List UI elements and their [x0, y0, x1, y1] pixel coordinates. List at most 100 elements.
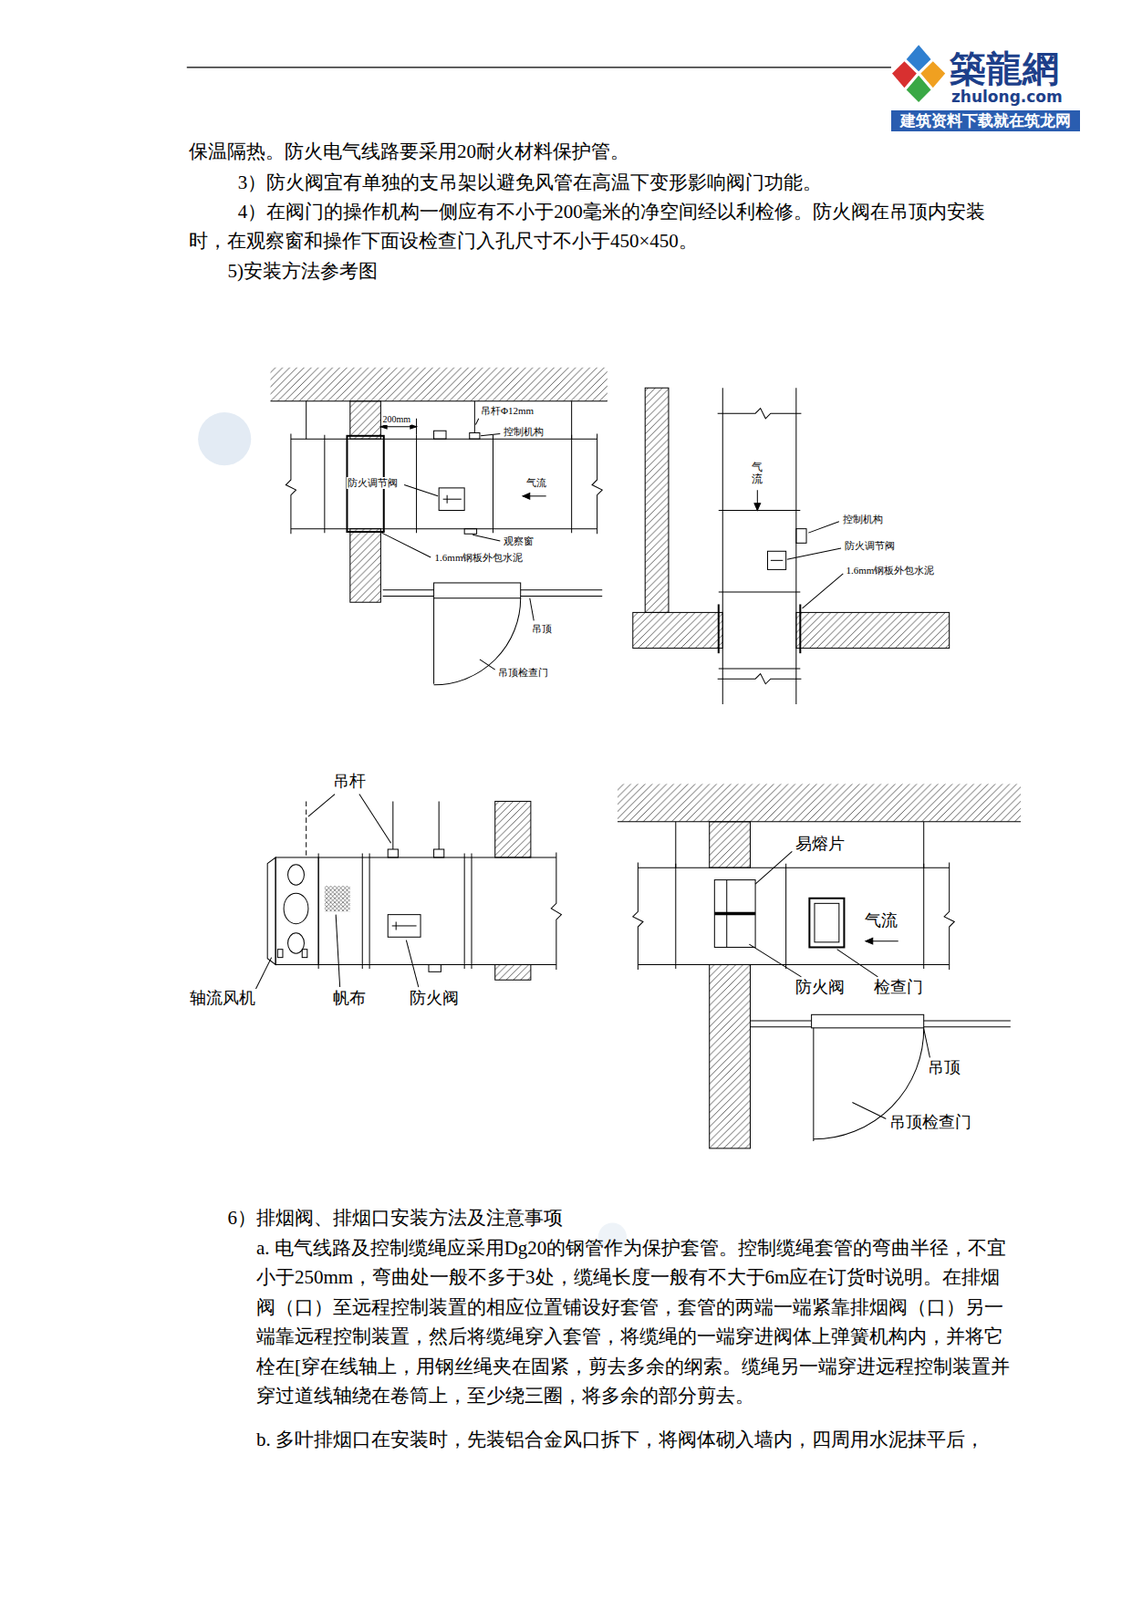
line-shape — [637, 867, 949, 869]
line-shape — [395, 921, 397, 930]
circle-shape — [197, 412, 251, 466]
line-shape — [308, 794, 335, 818]
line-shape — [770, 560, 783, 561]
ellipse-shape — [283, 893, 309, 925]
line-shape — [464, 853, 466, 969]
logo-name: 築龍網 — [949, 46, 1060, 91]
line-shape — [382, 532, 432, 558]
line-shape — [722, 387, 724, 705]
line-shape — [675, 863, 676, 969]
part-name: 防火阀 — [408, 988, 460, 1009]
g-shape — [186, 44, 1021, 1252]
line-shape — [472, 534, 500, 541]
banner-text: 建筑资料下载就在筑龙网 — [900, 112, 1071, 131]
part-name: 吊杆Φ12mm — [479, 405, 535, 417]
line-shape — [359, 794, 392, 844]
line-shape — [318, 853, 320, 969]
line-shape — [717, 603, 720, 654]
rect-shape — [495, 800, 531, 858]
polygon-shape — [865, 937, 873, 945]
line-shape — [446, 495, 448, 504]
rect-shape — [495, 964, 531, 980]
line-shape — [392, 800, 394, 850]
line-shape — [335, 914, 340, 987]
line-shape — [718, 591, 801, 593]
line-shape — [617, 820, 1021, 822]
rect-shape — [796, 529, 807, 544]
line-shape — [637, 964, 949, 966]
rect-shape — [434, 582, 521, 599]
part-name: 吊顶 — [530, 623, 553, 635]
line-shape — [475, 418, 478, 426]
part-name: 易熔片 — [794, 834, 846, 855]
flow-label: 气流 — [751, 461, 763, 486]
line-shape — [186, 66, 892, 68]
line-shape — [270, 400, 608, 402]
rect-shape — [277, 949, 283, 958]
line-shape — [923, 863, 925, 969]
part-name: 防火调节阀 — [843, 540, 896, 552]
rect-shape — [811, 1014, 925, 1029]
logo-url: zhulong.com — [951, 87, 1063, 106]
part-name: 轴流风机 — [188, 988, 257, 1009]
part-name: 检查门 — [872, 977, 925, 998]
line-shape — [924, 1028, 931, 1058]
line-shape — [369, 853, 371, 969]
polyline-shape — [591, 434, 603, 535]
g-shape — [892, 44, 946, 103]
rect-shape — [617, 783, 1021, 821]
line-shape — [474, 401, 476, 434]
part-name: 帆布 — [332, 988, 367, 1009]
line-shape — [812, 1028, 814, 1142]
part-name: 吊杆 — [332, 771, 367, 792]
polygon-shape — [892, 61, 917, 88]
rect-shape — [270, 367, 608, 402]
rect-shape — [350, 401, 382, 439]
part-name: 吊顶检查门 — [497, 666, 550, 679]
polygon-shape — [754, 503, 761, 511]
line-shape — [785, 863, 787, 969]
body-text: 5)安装方法参考图 — [228, 256, 1011, 287]
body-text: b. 多叶排烟口在安装时，先装铝合金风口拆下，将阀体砌入墙内，四周用水泥抹平后， — [256, 1424, 1011, 1455]
part-name: 1.6mm钢板外包水泥 — [845, 564, 936, 577]
rect-shape — [469, 432, 480, 439]
rect-shape — [768, 550, 787, 570]
rect-shape — [350, 529, 382, 603]
polyline-shape — [550, 851, 561, 970]
banner-box: 建筑资料下载就在筑龙网 — [891, 110, 1081, 133]
section-heading: 6）排烟阀、排烟口安装方法及注意事项 — [228, 1203, 1011, 1234]
rect-shape — [387, 914, 421, 938]
rect-shape — [714, 880, 756, 948]
line-shape — [480, 434, 500, 437]
line-shape — [837, 949, 879, 977]
polyline-shape — [717, 408, 802, 419]
body-text: 保温隔热。防火电气线路要采用20耐火材料保护管。 — [188, 136, 1011, 167]
rect-shape — [796, 612, 950, 648]
body-text: 3）防火阀宜有单独的支吊架以避免风管在高温下变形影响阀门功能。 — [238, 167, 1011, 198]
line-shape — [443, 498, 462, 500]
part-name: 防火阀 — [794, 977, 846, 998]
part-name: 防火调节阀 — [346, 477, 399, 489]
rect-shape — [814, 903, 840, 943]
line-shape — [438, 800, 440, 850]
rect-shape — [301, 949, 308, 958]
rect-shape — [709, 821, 751, 868]
line-shape — [802, 573, 844, 609]
line-shape — [718, 509, 801, 511]
line-shape — [415, 418, 417, 436]
line-shape — [714, 912, 756, 915]
polygon-shape — [522, 492, 530, 499]
part-name: 吊顶 — [926, 1058, 962, 1079]
rect-shape — [633, 612, 723, 648]
rect-shape — [428, 964, 441, 972]
line-shape — [323, 435, 325, 533]
line-shape — [571, 435, 572, 533]
line-shape — [795, 387, 797, 705]
line-shape — [305, 800, 307, 858]
line-shape — [415, 435, 417, 533]
line-shape — [492, 435, 494, 533]
polyline-shape — [944, 862, 955, 970]
polygon-shape — [267, 857, 276, 965]
part-name: 控制机构 — [841, 513, 884, 526]
